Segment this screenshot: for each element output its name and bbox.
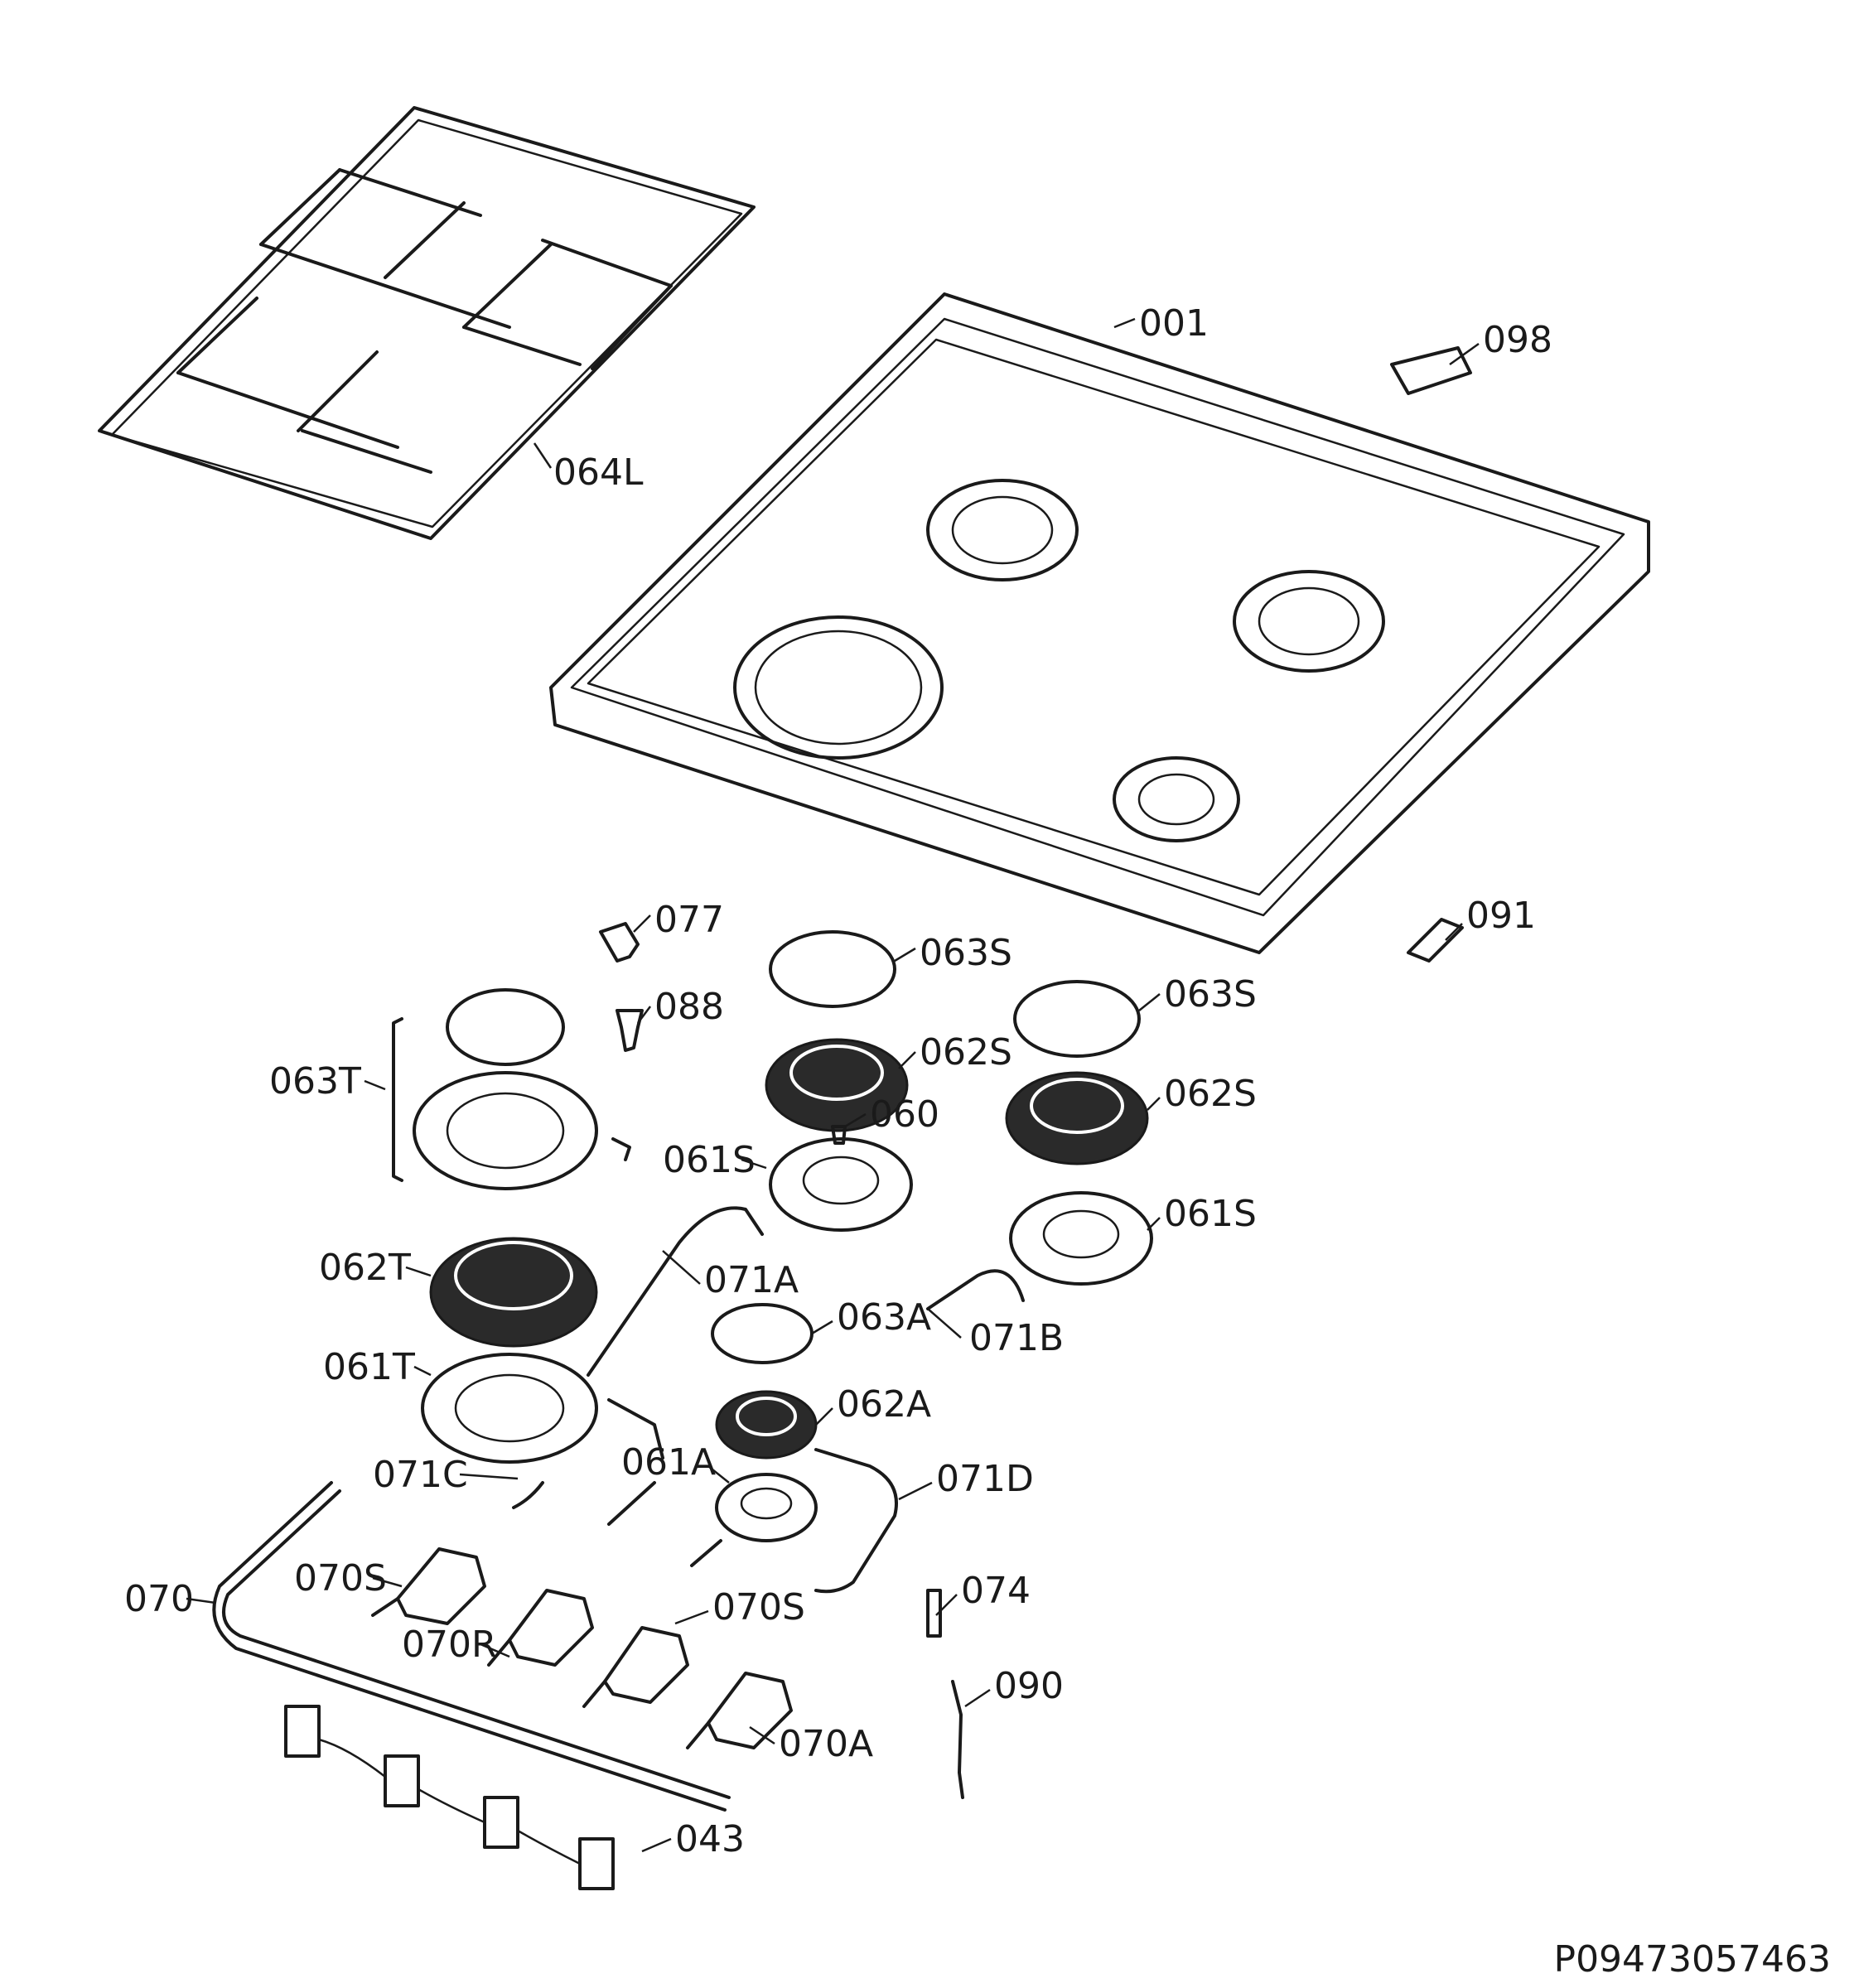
- label-062A: 062A: [837, 1383, 931, 1426]
- gas-tap-070S-right: [582, 1626, 689, 1708]
- label-071D: 071D: [936, 1458, 1034, 1500]
- label-062S-left: 062S: [920, 1031, 1012, 1074]
- label-043: 043: [675, 1818, 745, 1860]
- ignition-electrode-090: [951, 1680, 964, 1799]
- elbow-connector-077: [599, 922, 640, 963]
- label-074: 074: [961, 1570, 1031, 1612]
- clip-098: [1390, 346, 1472, 395]
- thermocouple-074: [926, 1589, 942, 1638]
- burner-body-061A: [715, 1473, 818, 1542]
- label-061S-right: 061S: [1164, 1193, 1257, 1235]
- label-071B: 071B: [969, 1317, 1064, 1359]
- burner-body-061S-left: [769, 1137, 913, 1232]
- label-090: 090: [994, 1665, 1064, 1707]
- label-070R: 070R: [402, 1624, 497, 1666]
- label-061S-left: 061S: [663, 1139, 756, 1181]
- burner-cap-063A: [711, 1303, 814, 1364]
- label-070S-left: 070S: [294, 1557, 387, 1600]
- burner-body-061T: [421, 1353, 598, 1464]
- clip-091: [1407, 918, 1464, 963]
- label-071A: 071A: [704, 1259, 799, 1301]
- label-063S-right: 063S: [1164, 973, 1257, 1016]
- label-063A: 063A: [837, 1296, 931, 1339]
- burner-cap-063T: [392, 988, 631, 1190]
- screw-088: [616, 1009, 644, 1052]
- burner-crown-062S-right: [1005, 1071, 1149, 1165]
- label-071C: 071C: [373, 1454, 468, 1496]
- label-098: 098: [1483, 319, 1552, 361]
- label-063S-left: 063S: [920, 932, 1012, 974]
- burner-crown-062T: [429, 1237, 598, 1348]
- gas-pipe-071C: [512, 1398, 664, 1509]
- hob-top-001: [549, 292, 1650, 954]
- pan-support-grate-064L: [98, 106, 756, 540]
- burner-body-061S-right: [1009, 1191, 1153, 1286]
- label-061T: 061T: [323, 1346, 415, 1388]
- label-063T: 063T: [269, 1060, 361, 1103]
- label-077: 077: [654, 899, 724, 941]
- gas-pipe-071B: [926, 1269, 1025, 1310]
- label-062S-right: 062S: [1164, 1073, 1257, 1115]
- burner-crown-062S-left: [765, 1038, 909, 1132]
- label-070S-right: 070S: [712, 1586, 805, 1629]
- part-labels: 001 098 064L 091 077 063S 063S 088 063T …: [124, 302, 1552, 1860]
- label-064L: 064L: [553, 451, 644, 494]
- gas-manifold-070: [212, 1481, 731, 1812]
- label-070: 070: [124, 1578, 194, 1620]
- drawing-id: P09473057463: [1554, 1938, 1831, 1981]
- label-091: 091: [1466, 895, 1536, 937]
- gas-tap-070S-left: [371, 1547, 486, 1625]
- ignition-switch-block-043: [284, 1705, 615, 1890]
- gas-pipe-071D: [607, 1448, 898, 1594]
- leader-lines: [186, 317, 1480, 1853]
- label-060: 060: [870, 1093, 939, 1136]
- burner-cap-063S-left: [769, 930, 896, 1008]
- gas-pipe-071A: [587, 1206, 764, 1377]
- label-062T: 062T: [319, 1247, 411, 1289]
- burner-crown-062A: [715, 1390, 818, 1460]
- label-001: 001: [1139, 302, 1209, 345]
- gas-tap-070A: [686, 1672, 793, 1749]
- label-088: 088: [654, 986, 724, 1028]
- burner-cap-063S-right: [1013, 980, 1141, 1058]
- label-070A: 070A: [779, 1723, 873, 1765]
- label-061A: 061A: [621, 1441, 716, 1484]
